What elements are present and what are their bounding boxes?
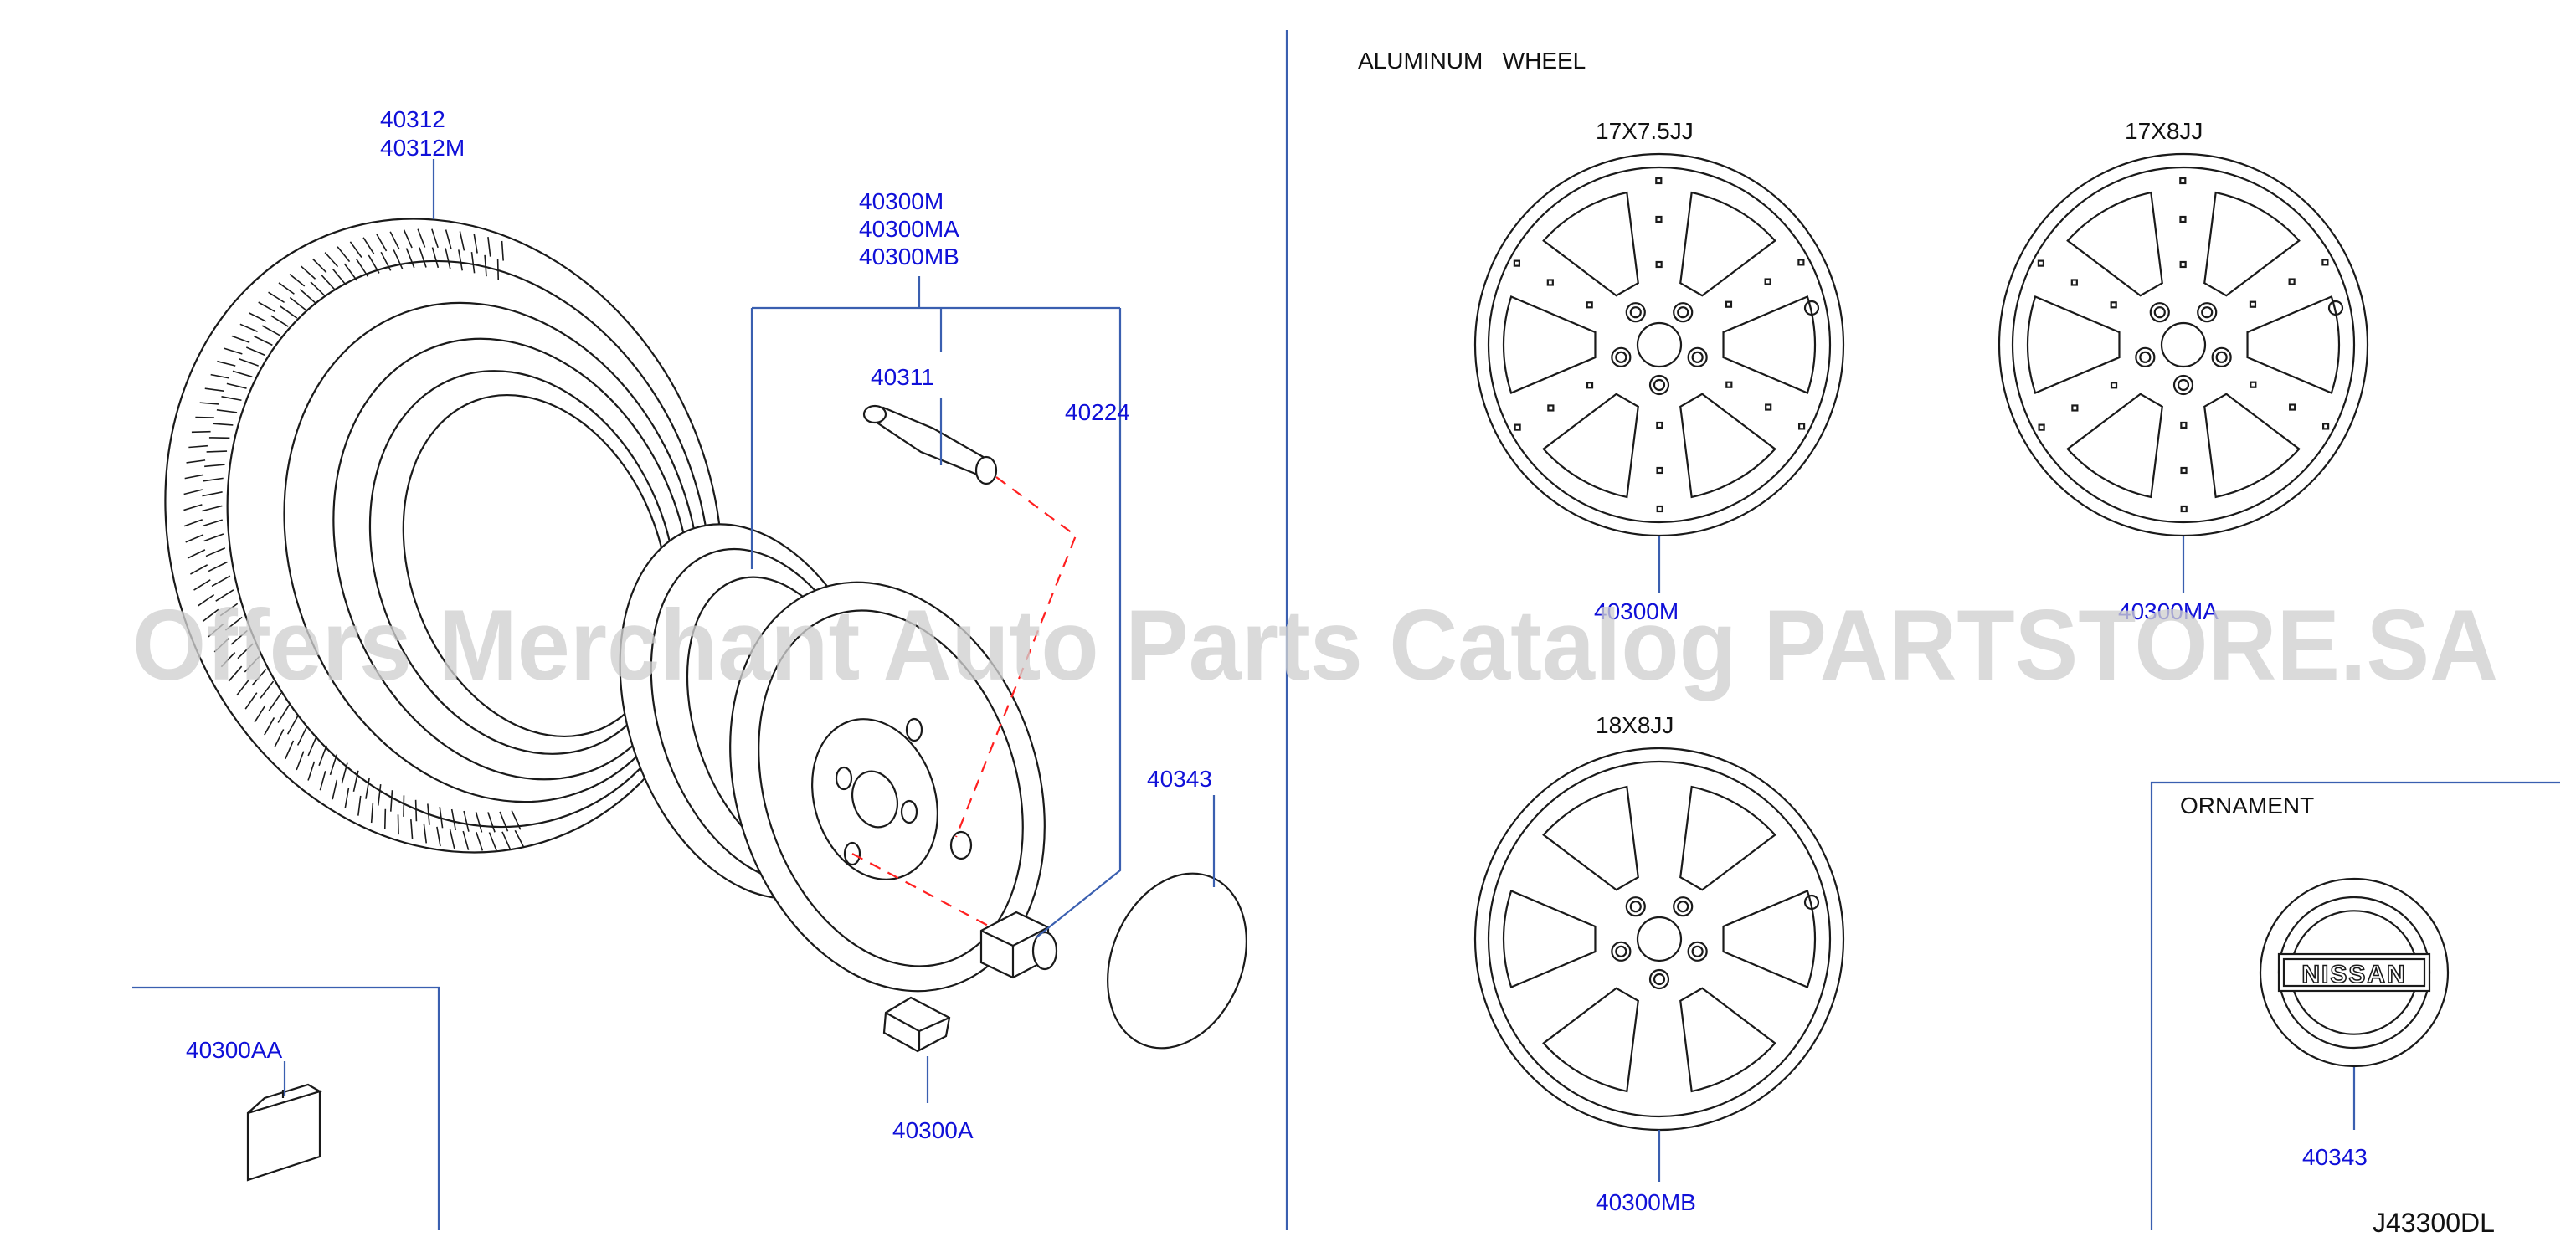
balance-weight-clip[interactable] [882,996,951,1053]
nissan-ornament[interactable]: NISSAN [2259,877,2450,1068]
center-cap[interactable] [1082,853,1272,1070]
aluminum-wheel-2[interactable] [1998,152,2369,537]
label-weight-clip[interactable]: 40300A [892,1117,974,1143]
aluminum-wheels [1473,152,2369,1132]
part-labels: 40312 40312M 40300M 40300MA 40300MB 4031… [186,48,2495,1238]
ornament-brand-logo: NISSAN [2301,961,2406,988]
diagram-code: J43300DL [2373,1208,2495,1238]
label-weight[interactable]: 40300AA [186,1037,283,1063]
label-cap[interactable]: 40343 [1147,766,1212,792]
label-alu-wheel-3[interactable]: 40300MB [1596,1189,1696,1215]
label-valve[interactable]: 40311 [871,364,934,390]
leader-lines [283,159,1216,1103]
steel-wheel[interactable] [574,490,1095,1032]
lug-nut[interactable] [979,911,1058,979]
tire-tread [183,228,525,851]
label-tire-2[interactable]: 40312M [380,135,465,161]
aluminum-wheel-1[interactable] [1473,152,1845,537]
balance-weight[interactable] [246,1083,322,1182]
wheel-size-3: 18X8JJ [1596,712,1674,738]
label-wheel-1[interactable]: 40300M [859,188,944,214]
label-wheel-3[interactable]: 40300MB [859,244,959,269]
valve-stem[interactable] [862,404,998,485]
assembly-lines [851,476,1077,928]
label-alu-wheel-2[interactable]: 40300MA [2118,598,2219,624]
section-dividers [132,30,2560,1230]
ornament-title: ORNAMENT [2180,793,2314,819]
label-nut[interactable]: 40224 [1065,399,1130,425]
label-wheel-2[interactable]: 40300MA [859,216,959,242]
aluminum-leader-lines [1658,536,2356,1182]
wheel-size-2: 17X8JJ [2125,118,2203,144]
aluminum-wheel-3[interactable] [1473,747,1845,1132]
wheel-size-1: 17X7.5JJ [1596,118,1694,144]
label-tire-1[interactable]: 40312 [380,106,445,132]
label-ornament[interactable]: 40343 [2302,1144,2368,1170]
watermark: Offers Merchant Auto Parts Catalog PARTS… [132,589,2498,701]
aluminum-wheel-title: ALUMINUM WHEEL [1358,48,1586,74]
label-alu-wheel-1[interactable]: 40300M [1594,598,1679,624]
tire[interactable] [78,140,810,932]
